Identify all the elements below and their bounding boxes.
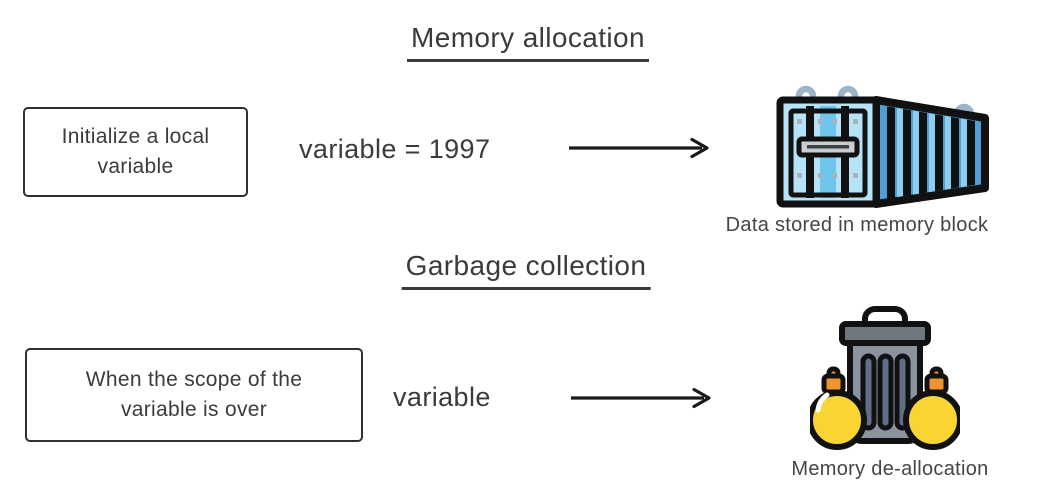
arrow-icon — [569, 137, 709, 159]
variable-assignment-text: variable = 1997 — [299, 134, 491, 164]
box-line: Initialize a local — [61, 125, 210, 149]
trash-ridges — [860, 353, 911, 431]
garbage-bag-left — [810, 366, 867, 450]
caption-memory-deallocation: Memory de-allocation — [791, 458, 989, 480]
initialize-variable-box: Initialize a local variable — [23, 107, 248, 197]
arrow-icon — [571, 387, 711, 409]
trash-bags-icon — [810, 306, 960, 450]
section-title-garbage-collection: Garbage collection — [401, 250, 651, 290]
caption-data-stored: Data stored in memory block — [725, 214, 989, 236]
variable-text: variable — [393, 382, 491, 412]
container-front — [776, 96, 880, 208]
box-line: variable is over — [120, 398, 268, 421]
box-line: When the scope of the — [85, 368, 303, 392]
box-line: variable — [97, 155, 174, 178]
garbage-bag-right — [903, 366, 960, 450]
section-title-memory-allocation: Memory allocation — [407, 22, 649, 62]
container-side-ribs — [887, 105, 975, 200]
scope-over-box: When the scope of the variable is over — [25, 348, 363, 442]
container-icon — [776, 85, 989, 208]
